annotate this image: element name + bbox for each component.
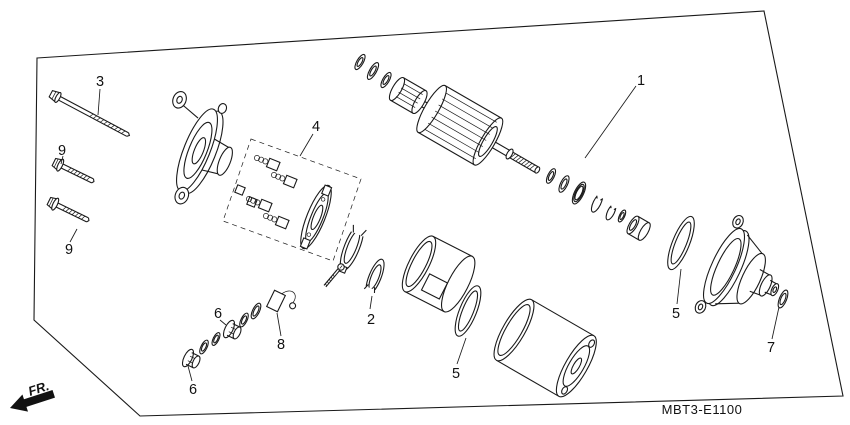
- terminal-hardware: [234, 184, 258, 208]
- motor-case: [493, 298, 597, 398]
- part-callout-4: 4: [312, 119, 320, 135]
- armature: [388, 76, 541, 174]
- callout-leader-lines: [60, 85, 780, 382]
- brush-holder-dashed-outline: [222, 138, 362, 262]
- rear-end-cover: [694, 214, 780, 314]
- lock-washer-2: [605, 200, 621, 221]
- part-callout-9a: 9: [58, 143, 66, 159]
- part-callout-5b: 5: [672, 306, 680, 322]
- o-ring-7: [777, 289, 789, 309]
- brush-spring-1: [254, 155, 281, 172]
- brush-cover-half-lower: [358, 258, 385, 301]
- fr-direction-arrow: [10, 389, 55, 412]
- brush-spring-4: [263, 213, 290, 230]
- through-bolt-3: [48, 89, 131, 137]
- pinion-housing: [401, 235, 476, 313]
- nut-washer-row: [181, 302, 262, 369]
- part-callout-8: 8: [277, 337, 285, 353]
- diagram-border-frame: [33, 10, 844, 417]
- o-ring-5-rear: [667, 215, 695, 271]
- part-callout-7: 7: [767, 340, 775, 356]
- set-screw: [323, 263, 345, 288]
- front-bracket: [172, 91, 233, 205]
- part-callout-5a: 5: [452, 366, 460, 382]
- brush-8: [265, 289, 297, 313]
- part-callout-2: 2: [367, 312, 375, 328]
- diagram-code: MBT3-E1100: [662, 402, 743, 417]
- o-ring-5-front: [454, 285, 482, 337]
- flange-bolt-9-upper: [51, 157, 95, 184]
- armature-thrust-washers: [354, 53, 392, 89]
- flange-bolt-9-lower: [46, 196, 90, 223]
- shaft-washer-stack: [545, 168, 651, 241]
- brush-spring-2: [271, 172, 298, 189]
- brush-spring-3: [246, 196, 273, 213]
- part-callout-6b: 6: [189, 382, 197, 398]
- spacer-collar: [626, 215, 651, 241]
- part-callout-9b: 9: [65, 242, 73, 258]
- part-callout-3: 3: [96, 74, 104, 90]
- part-callout-1: 1: [637, 73, 645, 89]
- lock-washer-1: [590, 189, 608, 213]
- flange-nut-6-lower: [181, 348, 201, 369]
- flange-nut-6-upper: [222, 319, 242, 340]
- fr-label: FR.: [26, 378, 51, 399]
- part-callout-6a: 6: [214, 306, 222, 322]
- brush-plate: [299, 184, 333, 250]
